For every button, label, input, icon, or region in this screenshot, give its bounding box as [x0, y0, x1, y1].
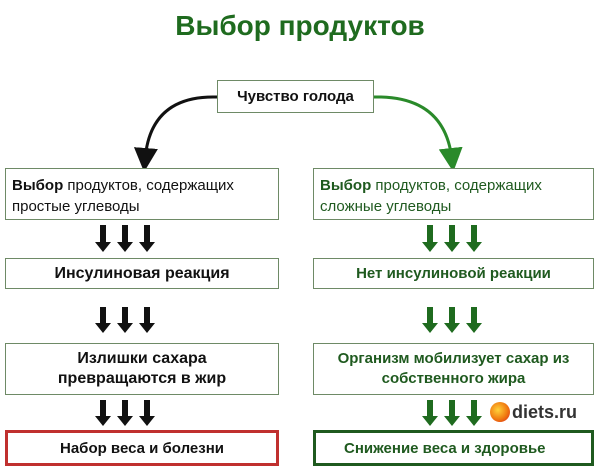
- left-result: Набор веса и болезни: [60, 439, 224, 457]
- down-arrow-black-icon: [117, 400, 133, 426]
- right-choice-text: продуктов, содержащих сложные углеводы: [320, 177, 542, 215]
- left-choice-text: продуктов, содержащих простые углеводы: [12, 177, 234, 215]
- down-arrow-green-icon: [466, 307, 482, 333]
- curved-arrow-left: [133, 95, 218, 172]
- down-arrow-black-icon: [139, 225, 155, 252]
- left-step3: Излишки сахара превращаются в жир: [57, 350, 227, 387]
- left-result-box: Набор веса и болезни: [5, 430, 279, 466]
- left-step2-box: Инсулиновая реакция: [5, 258, 279, 289]
- hunger-box: Чувство голода: [217, 80, 374, 113]
- down-arrow-green-icon: [422, 225, 438, 252]
- down-arrow-black-icon: [139, 307, 155, 333]
- down-arrow-black-icon: [117, 307, 133, 333]
- left-step3-box: Излишки сахара превращаются в жир: [5, 343, 279, 395]
- down-arrow-green-icon: [466, 400, 482, 426]
- right-result-box: Снижение веса и здоровье: [313, 430, 594, 466]
- right-step2: Нет инсулиновой реакции: [356, 265, 551, 282]
- down-arrow-black-icon: [139, 400, 155, 426]
- left-step2: Инсулиновая реакция: [54, 264, 230, 282]
- left-choice-bold: Выбор: [12, 177, 64, 194]
- down-arrow-green-icon: [444, 225, 460, 252]
- down-arrow-green-icon: [422, 400, 438, 426]
- right-choice-bold: Выбор: [320, 177, 372, 194]
- right-step3-box: Организм мобилизует сахар из собственног…: [313, 343, 594, 395]
- right-choice-box: Выбор продуктов, содержащих сложные угле…: [313, 168, 594, 220]
- down-arrow-green-icon: [422, 307, 438, 333]
- down-arrow-green-icon: [444, 307, 460, 333]
- hunger-label: Чувство голода: [237, 88, 354, 105]
- apple-logo-icon: [490, 402, 510, 422]
- right-step3: Организм мобилизует сахар из собственног…: [337, 350, 570, 387]
- curved-arrow-right: [372, 95, 463, 172]
- right-step2-box: Нет инсулиновой реакции: [313, 258, 594, 289]
- down-arrow-black-icon: [95, 307, 111, 333]
- down-arrow-black-icon: [95, 225, 111, 252]
- down-arrow-black-icon: [95, 400, 111, 426]
- right-result: Снижение веса и здоровье: [344, 439, 546, 457]
- left-choice-box: Выбор продуктов, содержащих простые угле…: [5, 168, 279, 220]
- down-arrow-green-icon: [466, 225, 482, 252]
- diagram-title: Выбор продуктов: [175, 10, 425, 41]
- down-arrow-black-icon: [117, 225, 133, 252]
- down-arrow-green-icon: [444, 400, 460, 426]
- watermark: diets.ru: [512, 402, 578, 422]
